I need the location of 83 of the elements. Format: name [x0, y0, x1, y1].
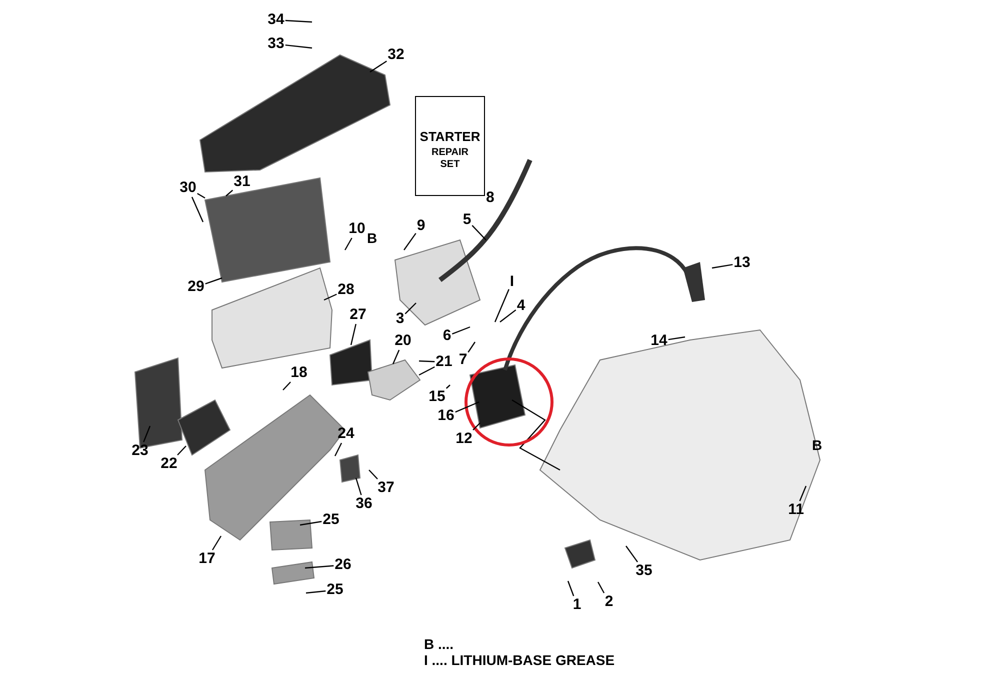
- leader-line: [494, 289, 510, 322]
- leader-line: [300, 520, 322, 526]
- leader-line: [597, 582, 605, 594]
- callout-number: 25: [326, 582, 344, 598]
- leader-line: [472, 422, 480, 430]
- leader-line: [567, 580, 574, 596]
- callout-number: 35: [636, 563, 652, 579]
- callout-number: 20: [394, 333, 412, 349]
- callout-letter: B: [367, 230, 378, 246]
- callout-number: 3: [396, 311, 404, 327]
- callout-number: 23: [132, 443, 148, 459]
- leader-line: [143, 426, 151, 442]
- leader-line: [205, 277, 222, 284]
- callout-number: 17: [198, 551, 216, 567]
- callout-number: 21: [436, 354, 452, 370]
- leader-line: [177, 446, 186, 456]
- leader-line: [404, 302, 416, 314]
- callout-number: 28: [338, 282, 354, 298]
- callout-number: 18: [290, 365, 308, 381]
- leader-line: [212, 536, 222, 550]
- callout-number: 11: [788, 502, 804, 518]
- leader-line: [344, 238, 352, 250]
- callout-number: 5: [462, 212, 472, 228]
- leader-line: [404, 232, 416, 250]
- callout-number: 2: [604, 594, 614, 610]
- leader-line: [418, 360, 435, 362]
- leader-line: [668, 336, 686, 340]
- leader-line: [626, 546, 638, 562]
- leader-line: [368, 470, 378, 480]
- callout-number: 36: [356, 496, 372, 512]
- callout-number: 7: [458, 352, 468, 368]
- callout-number: 4: [516, 298, 526, 314]
- callout-number: 24: [338, 426, 354, 442]
- leader-line: [455, 401, 480, 413]
- leader-line: [282, 382, 291, 390]
- leader-line: [355, 478, 362, 496]
- callout-number: I: [510, 274, 514, 290]
- leader-line: [285, 44, 312, 49]
- callout-number: 9: [416, 218, 426, 234]
- callout-number: 16: [438, 408, 454, 424]
- card-title: STARTER: [418, 129, 482, 144]
- callout-number: 10: [348, 221, 366, 237]
- leader-line: [306, 590, 326, 594]
- callout-number: 12: [456, 431, 472, 447]
- leader-line: [472, 225, 486, 240]
- leader-line: [392, 350, 400, 364]
- callout-number: 31: [234, 174, 250, 190]
- leader-line: [500, 309, 516, 322]
- callout-number: 22: [160, 456, 178, 472]
- leader-line: [446, 384, 450, 389]
- callout-number: 29: [188, 279, 204, 295]
- callout-number: 14: [650, 333, 668, 349]
- callout-number: 30: [180, 180, 196, 196]
- card-subtitle: REPAIR SET: [430, 147, 470, 171]
- callout-number: 26: [334, 557, 352, 573]
- leader-line: [226, 190, 234, 196]
- leader-line: [468, 342, 476, 353]
- callout-number: 34: [268, 12, 284, 28]
- leader-line: [191, 196, 204, 222]
- callout-number: 33: [268, 36, 284, 52]
- legend-note: I .... LITHIUM-BASE GREASE: [424, 652, 615, 668]
- callout-number: 6: [442, 328, 452, 344]
- callout-number: 15: [428, 389, 446, 405]
- leader-line: [334, 442, 342, 456]
- callout-letter: B: [812, 437, 822, 453]
- leader-line: [285, 20, 312, 23]
- leader-line: [197, 192, 206, 199]
- callout-number: 13: [734, 255, 750, 271]
- callout-number: 25: [322, 512, 340, 528]
- leader-line: [324, 294, 337, 301]
- callout-number: 8: [486, 189, 494, 206]
- leader-line: [370, 60, 387, 72]
- legend-note: B ....: [424, 636, 454, 652]
- leader-line: [304, 565, 334, 569]
- leader-line: [799, 486, 807, 502]
- leader-line: [350, 324, 356, 346]
- callout-number: 1: [572, 597, 582, 613]
- callout-number: 32: [388, 47, 404, 63]
- leader-line: [712, 264, 733, 269]
- leader-line: [418, 366, 435, 376]
- callout-number: 27: [350, 307, 366, 323]
- callout-number: 37: [378, 480, 394, 496]
- leader-line: [452, 326, 470, 335]
